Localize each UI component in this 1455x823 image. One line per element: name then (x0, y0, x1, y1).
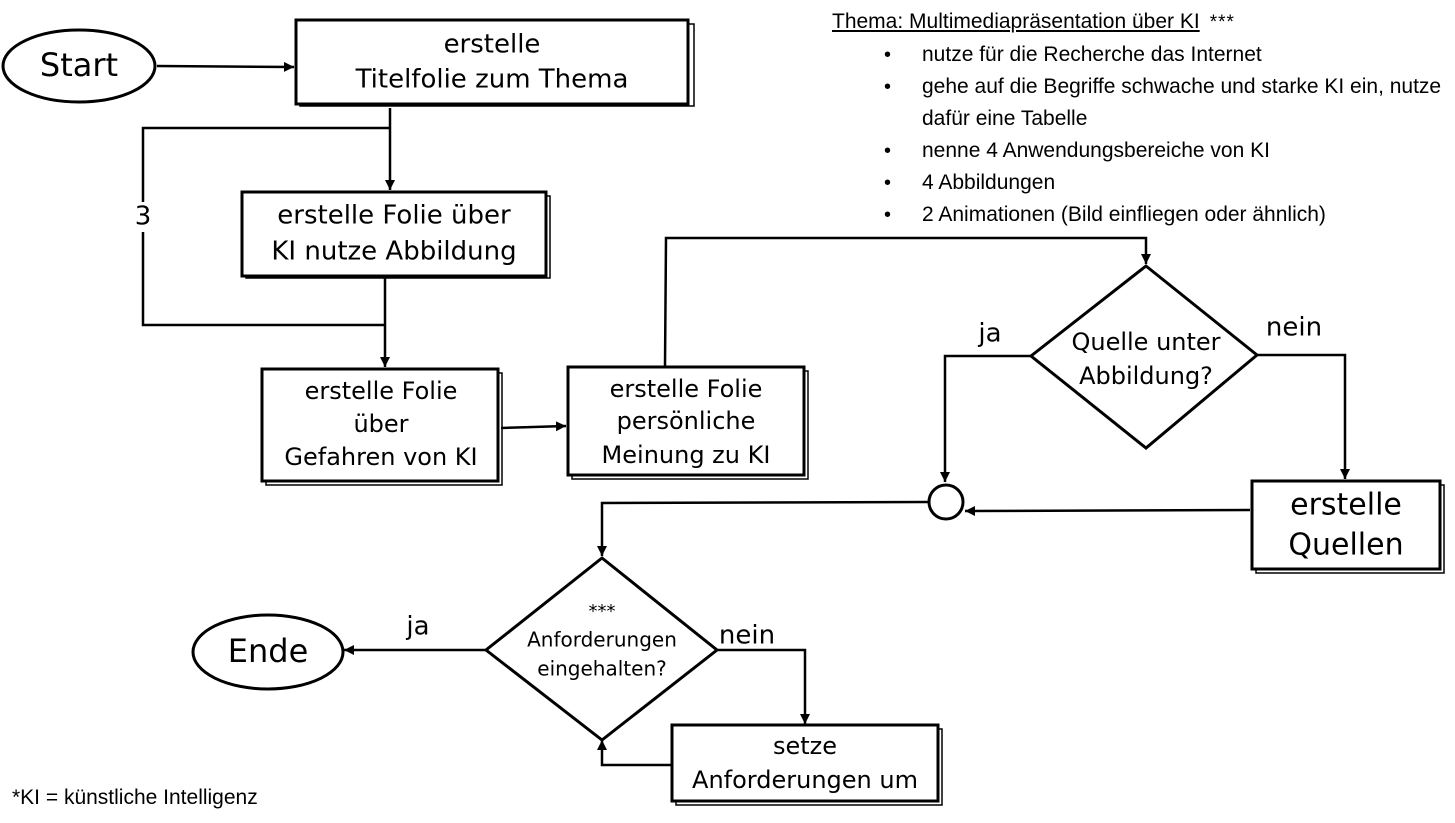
quelle-decision-node: Quelle unter Abbildung? (1028, 264, 1260, 450)
edge-quellen-to-merge (964, 505, 1251, 516)
gefahren-line-1: erstelle Folie (305, 377, 458, 405)
ende-label: Ende (228, 632, 309, 670)
edge-umsetzen-back (597, 740, 672, 767)
quelle-decision-line-2: Abbildung? (1079, 362, 1213, 390)
folie-ki-line-2: KI nutze Abbildung (271, 237, 516, 267)
connectors (141, 61, 1350, 767)
gefahren-node: erstelle Folie über Gefahren von KI (260, 367, 503, 486)
quellen-line-1: erstelle (1290, 488, 1402, 523)
quelle-ja-label: ja (977, 319, 1001, 349)
anforderungen-decision-line-2: eingehalten? (537, 657, 666, 681)
requirements-panel: Thema: Multimediapräsentation über KI ***… (832, 6, 1447, 231)
umsetzen-node: setze Anforderungen um (670, 723, 943, 806)
bullet-icon: • (884, 140, 892, 162)
titelfolie-line-1: erstelle (444, 30, 541, 60)
start-node: Start (1, 28, 157, 104)
anforderungen-decision-line-1: Anforderungen (527, 628, 677, 652)
requirement-item: • 2 Animationen (Bild einfliegen oder ähn… (832, 199, 1447, 231)
meinung-node: erstelle Folie persönliche Meinung zu KI (566, 365, 809, 480)
titelfolie-line-2: Titelfolie zum Thema (355, 65, 629, 95)
requirements-title-row: Thema: Multimediapräsentation über KI *** (832, 6, 1447, 39)
edge-merge-to-anforderungen (597, 500, 929, 556)
requirement-item: • 4 Abbildungen (832, 167, 1447, 199)
anforderungen-decision-diamond (483, 556, 720, 742)
requirement-item: • gehe auf die Begriffe schwache und star… (832, 71, 1447, 135)
titelfolie-node: erstelle Titelfolie zum Thema (294, 18, 695, 107)
edge-anforderungen-nein (717, 648, 810, 724)
ende-node: Ende (191, 613, 345, 691)
requirement-text: 2 Animationen (Bild einfliegen oder ähnl… (922, 203, 1326, 226)
anforderungen-decision-marker: *** (589, 601, 616, 622)
quellen-line-2: Quellen (1288, 528, 1403, 563)
requirement-text: nutze für die Recherche das Internet (922, 43, 1262, 66)
folie-ki-node: erstelle Folie über KI nutze Abbildung (240, 190, 551, 279)
quellen-node: erstelle Quellen (1250, 479, 1445, 574)
bullet-icon: • (884, 172, 892, 194)
footnote: *KI = künstliche Intelligenz (12, 786, 258, 809)
gefahren-line-3: Gefahren von KI (284, 443, 477, 471)
meinung-line-3: Meinung zu KI (602, 441, 771, 469)
quelle-decision-line-1: Quelle unter (1071, 328, 1220, 356)
meinung-line-2: persönliche (617, 407, 756, 435)
anforderungen-ja-label: ja (405, 612, 429, 642)
quelle-decision-diamond (1028, 264, 1260, 450)
quelle-nein-label: nein (1266, 313, 1322, 343)
edge-gefahren-to-meinung (500, 421, 567, 432)
gefahren-line-2: über (353, 410, 408, 438)
requirement-text: gehe auf die Begriffe schwache und stark… (922, 75, 1442, 130)
umsetzen-line-2: Anforderungen um (692, 766, 918, 794)
merge-connector-circle (927, 483, 965, 521)
bullet-icon: • (884, 204, 892, 226)
meinung-box (566, 365, 806, 477)
requirement-text: 4 Abbildungen (922, 171, 1056, 194)
umsetzen-line-1: setze (773, 732, 837, 760)
anforderungen-nein-label: nein (719, 621, 775, 651)
folie-ki-box (240, 190, 548, 278)
requirements-title: Thema: Multimediapräsentation über KI (832, 10, 1200, 33)
edge-meinung-to-quelle (663, 236, 1151, 367)
requirements-list: • nutze für die Recherche das Internet • g… (832, 39, 1447, 231)
anforderungen-decision-node: *** Anforderungen eingehalten? (483, 556, 720, 742)
requirement-item: • nenne 4 Anwendungsbereiche von KI (832, 135, 1447, 167)
requirements-marker: *** (1209, 12, 1235, 33)
bullet-icon: • (884, 44, 892, 66)
requirement-text: nenne 4 Anwendungsbereiche von KI (922, 139, 1270, 162)
bullet-icon: • (884, 76, 892, 98)
requirement-item: • nutze für die Recherche das Internet (832, 39, 1447, 71)
start-ellipse (1, 28, 157, 104)
ende-ellipse (191, 613, 345, 691)
umsetzen-box (670, 723, 940, 803)
gefahren-box (260, 367, 500, 483)
start-label: Start (40, 46, 118, 84)
edge-quelle-ja (940, 354, 1031, 482)
folie-ki-line-1: erstelle Folie über (277, 201, 511, 231)
edge-start-to-titelfolie (156, 61, 295, 72)
meinung-line-1: erstelle Folie (610, 375, 763, 403)
titelfolie-box (294, 18, 690, 106)
edge-quelle-nein (1257, 353, 1350, 479)
quellen-box (1250, 479, 1442, 571)
loop-count-label: 3 (135, 202, 152, 232)
